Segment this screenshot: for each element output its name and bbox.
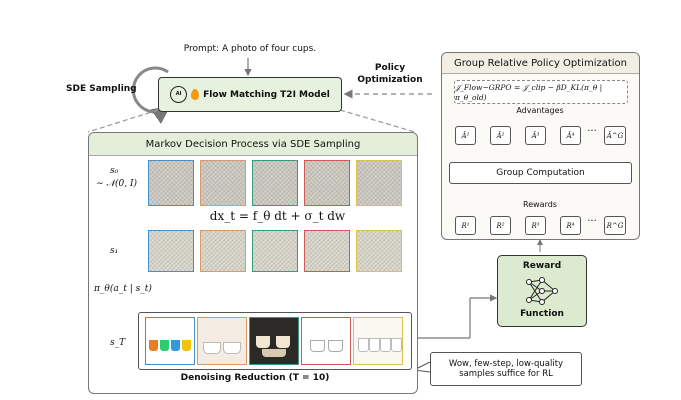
reward-G: R^G xyxy=(604,216,626,235)
reward-title: Reward xyxy=(522,261,562,271)
advantage-1: Â¹ xyxy=(455,126,476,145)
s0-tile-4 xyxy=(304,160,350,206)
mdp-title: Markov Decision Process via SDE Sampling xyxy=(89,133,417,156)
rewards-ellipsis: ··· xyxy=(587,216,597,227)
advantage-3: Â³ xyxy=(525,126,546,145)
sample-image-5 xyxy=(353,317,403,365)
s0-tile-5 xyxy=(356,160,402,206)
s1-tile-2 xyxy=(200,230,246,272)
reward-1: R¹ xyxy=(455,216,476,235)
palette-icon: AI xyxy=(170,86,188,103)
reward-2: R² xyxy=(490,216,511,235)
s0-tile-2 xyxy=(200,160,246,206)
neural-network-icon xyxy=(526,277,558,305)
s1-tile-4 xyxy=(304,230,350,272)
s0-tile-1 xyxy=(148,160,194,206)
sT-label: s_T xyxy=(110,338,126,348)
s0-label: s₀ xyxy=(110,166,119,176)
sample-image-3 xyxy=(249,317,299,365)
reward-function-box: Reward Function xyxy=(497,255,587,327)
advantages-ellipsis: ··· xyxy=(587,126,597,137)
denoising-caption: Denoising Reduction (T = 10) xyxy=(180,373,330,383)
model-label: Flow Matching T2I Model xyxy=(203,89,330,100)
s1-tile-3 xyxy=(252,230,298,272)
reward-4: R⁴ xyxy=(560,216,581,235)
s1-label: s₁ xyxy=(110,246,119,256)
speech-line-2: samples suffice for RL xyxy=(459,369,553,379)
grpo-title: Group Relative Policy Optimization xyxy=(442,53,639,74)
prompt-text: Prompt: A photo of four cups. xyxy=(183,44,317,54)
s0-distribution: ∼ 𝒩(0, I) xyxy=(96,179,138,189)
speech-bubble: Wow, few-step, low-quality samples suffi… xyxy=(430,352,582,386)
sample-image-4 xyxy=(301,317,351,365)
advantage-G: Â^G xyxy=(604,126,626,145)
reward-3: R³ xyxy=(525,216,546,235)
rewards-label: Rewards xyxy=(523,200,557,209)
advantage-4: Â⁴ xyxy=(560,126,581,145)
sample-image-1 xyxy=(145,317,195,365)
sde-loop-arc xyxy=(131,66,171,124)
policy-line: Policy xyxy=(374,63,406,73)
optimization-line: Optimization xyxy=(357,75,423,85)
sde-sampling-label: SDE Sampling xyxy=(66,84,137,94)
advantage-2: Â² xyxy=(490,126,511,145)
sample-image-2 xyxy=(197,317,247,365)
fire-icon xyxy=(191,89,200,100)
sde-equation: dx_t = f_θ dt + σ_t dw xyxy=(209,209,346,223)
s1-tile-5 xyxy=(356,230,402,272)
s0-tile-3 xyxy=(252,160,298,206)
grpo-formula: 𝒥_Flow−GRPO = 𝒥_clip − βD_KL(π_θ | π_θ_o… xyxy=(454,80,628,104)
advantages-label: Advantages xyxy=(516,106,564,115)
model-icon-text: AI xyxy=(175,91,182,97)
reward-subtitle: Function xyxy=(520,309,564,319)
group-computation-box: Group Computation xyxy=(449,162,632,184)
policy-optimization-label: Policy Optimization xyxy=(354,62,426,86)
model-box: AI Flow Matching T2I Model xyxy=(158,77,342,112)
policy-label: π_θ(a_t | s_t) xyxy=(94,284,152,294)
speech-line-1: Wow, few-step, low-quality xyxy=(448,359,564,369)
s1-tile-1 xyxy=(148,230,194,272)
